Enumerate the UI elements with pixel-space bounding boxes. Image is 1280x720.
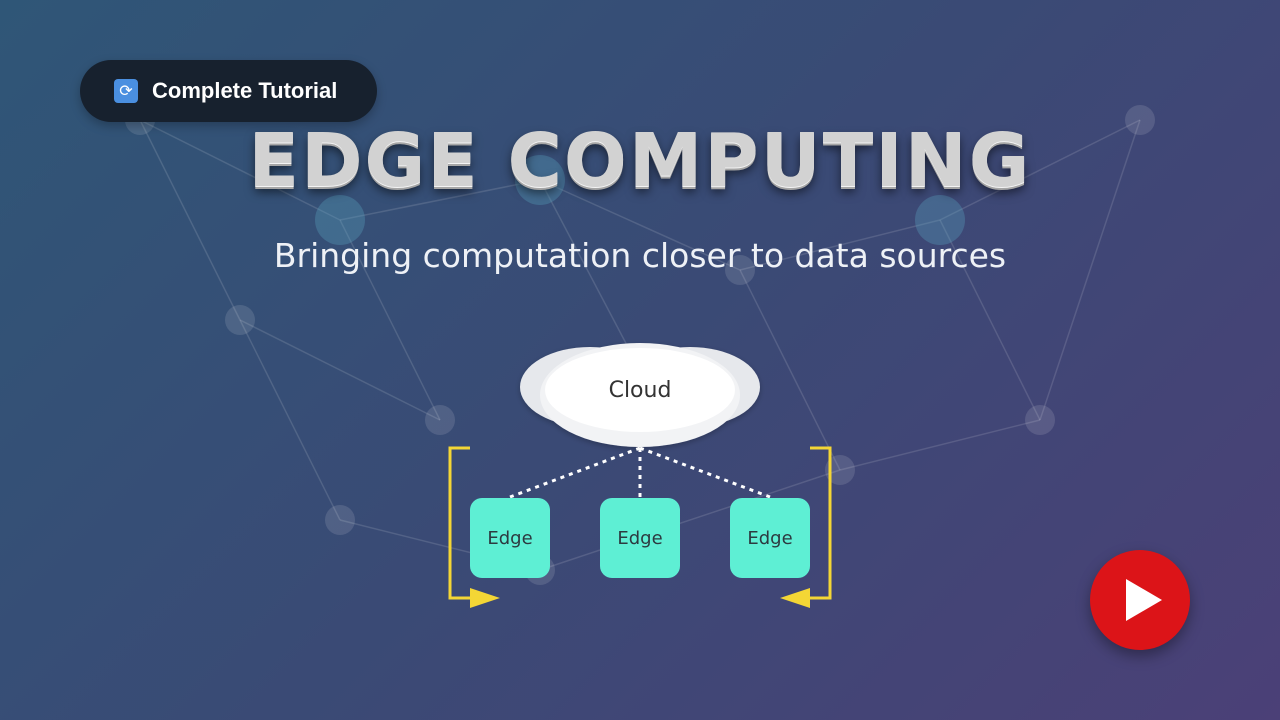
refresh-icon: ⟳	[114, 79, 138, 103]
tutorial-badge: ⟳ Complete Tutorial	[80, 60, 377, 122]
right-bracket-arrow	[780, 446, 832, 608]
cloud-shape	[520, 343, 760, 447]
connector-lines	[509, 446, 771, 499]
play-icon	[1126, 579, 1162, 621]
page-subtitle: Bringing computation closer to data sour…	[273, 236, 1007, 275]
edge-node-1: Edge	[470, 498, 550, 578]
play-button[interactable]	[1090, 550, 1190, 650]
badge-label: Complete Tutorial	[152, 78, 338, 103]
edge-node-2: Edge	[600, 498, 680, 578]
edge-node-3: Edge	[730, 498, 810, 578]
page-title: EDGE COMPUTING	[248, 118, 1032, 204]
left-bracket-arrow	[448, 446, 500, 608]
cloud-label: Cloud	[608, 378, 672, 403]
